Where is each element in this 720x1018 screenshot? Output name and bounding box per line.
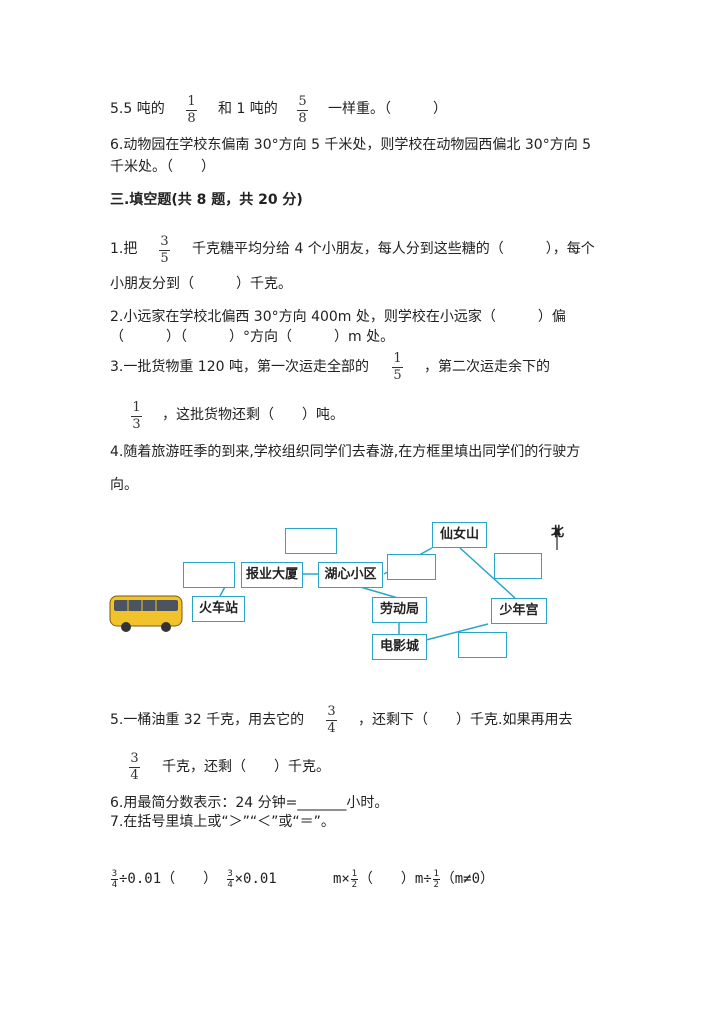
q5-judge-part-a: 5.5 吨的: [110, 101, 165, 117]
connector-line: [459, 547, 516, 599]
f2-line2: （ ）（ ）°方向（ ）m 处。: [110, 329, 395, 345]
node-shaonian: 少年宫: [491, 598, 547, 624]
f1-part-b: 千克糖平均分给 4 个小朋友，每人分到这些糖的（ ），每个: [192, 241, 595, 257]
section-title: 三.填空题(共 8 题，共 20 分): [110, 192, 303, 208]
f4-line2: 向。: [110, 477, 138, 493]
f2-line1: 2.小远家在学校北偏西 30°方向 400m 处，则学校在小远家（ ）偏: [110, 309, 566, 325]
node-baoye: 报业大厦: [241, 562, 303, 588]
f5-part-b: ，还剩下（ ）千克.如果再用去: [358, 712, 573, 728]
f7-text: 7.在括号里填上或“＞”“＜”或“＝”。: [110, 814, 335, 830]
f6-text: 6.用最简分数表示：24 分钟=_______小时。: [110, 795, 389, 811]
q6-judge-line2: 千米处。（ ）: [110, 159, 215, 175]
answer-box[interactable]: [494, 553, 542, 579]
q5-judge-part-c: 一样重。（ ）: [328, 101, 447, 117]
node-dianying: 电影城: [372, 634, 427, 660]
f3-part-b: ，第二次运走余下的: [424, 359, 550, 375]
north-label: 北: [551, 525, 565, 540]
answer-box[interactable]: [285, 528, 337, 554]
f4-line1: 4.随着旅游旺季的到来,学校组织同学们去春游,在方框里填出同学们的行驶方: [110, 444, 581, 460]
node-huoche: 火车站: [192, 596, 245, 622]
answer-box[interactable]: [387, 554, 436, 580]
connector-line: [425, 623, 489, 641]
f5-part-c: 千克，还剩（ ）千克。: [162, 759, 330, 775]
f3-part-a: 3.一批货物重 120 吨，第一次运走全部的: [110, 359, 369, 375]
f5-part-a: 5.一桶油重 32 千克，用去它的: [110, 712, 305, 728]
f1-line2: 小朋友分到（ ）千克。: [110, 276, 292, 292]
bus-icon: [109, 595, 183, 632]
answer-box[interactable]: [458, 632, 507, 658]
node-huxin: 湖心小区: [318, 562, 383, 588]
f1-part-a: 1.把: [110, 241, 138, 257]
node-xiannv: 仙女山: [432, 522, 487, 548]
answer-box[interactable]: [183, 562, 235, 588]
north-arrow-icon: [553, 527, 561, 550]
node-laodong: 劳动局: [372, 597, 427, 623]
route-map-lines: [109, 527, 561, 641]
q5-judge-part-b: 和 1 吨的: [218, 101, 278, 117]
q6-judge-line1: 6.动物园在学校东偏南 30°方向 5 千米处，则学校在动物园西偏北 30°方向…: [110, 137, 592, 153]
f3-part-c: ，这批货物还剩（ ）吨。: [162, 407, 344, 423]
